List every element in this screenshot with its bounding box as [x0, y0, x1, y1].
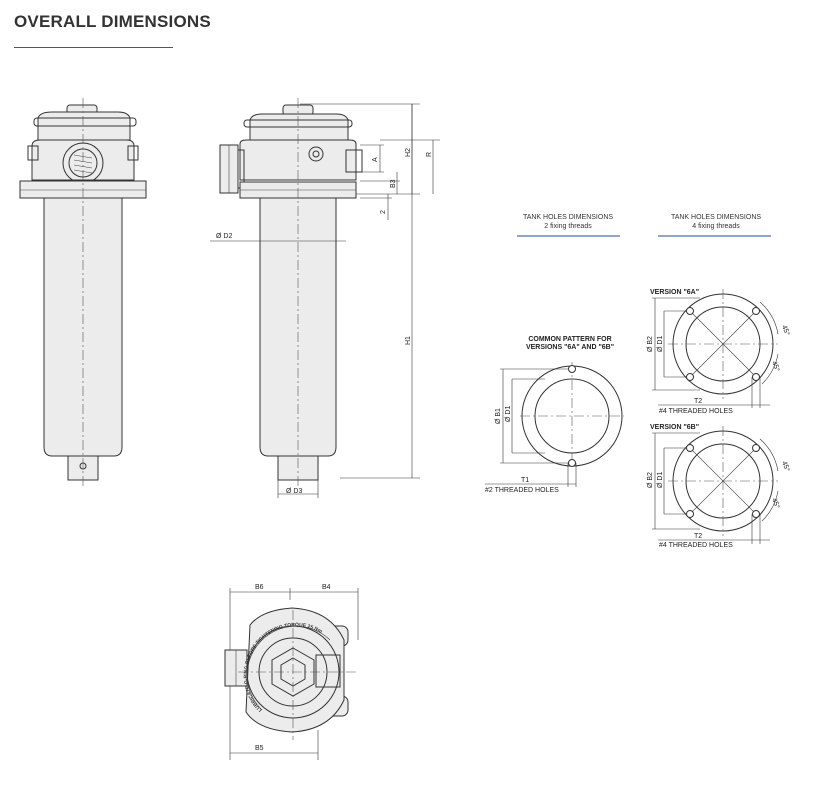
two-hole-pattern: [485, 362, 624, 487]
tank-two-subtitle: 2 fixing threads: [544, 223, 592, 230]
common-pattern-line1: COMMON PATTERN FOR: [528, 336, 611, 343]
common-pattern-line2: VERSIONS "6A" AND "6B": [526, 344, 614, 351]
version-6a-label: VERSION "6A": [650, 289, 699, 296]
label-d3: Ø D3: [286, 488, 302, 495]
label-b1: Ø B1: [495, 408, 502, 424]
page-title: OVERALL DIMENSIONS: [14, 12, 211, 31]
label-b4: B4: [322, 584, 331, 591]
threaded-4-label-6b: #4 THREADED HOLES: [659, 542, 733, 549]
label-h1: H1: [405, 336, 412, 345]
label-r: R: [426, 152, 433, 157]
label-h2: H2: [405, 148, 412, 157]
label-b5: B5: [255, 745, 264, 752]
label-angle-6b-top: 45°: [780, 460, 791, 473]
label-d2: Ø D2: [216, 233, 232, 240]
threaded-4-label-6a: #4 THREADED HOLES: [659, 408, 733, 415]
label-a: A: [372, 157, 379, 162]
title-underline: [14, 47, 173, 48]
label-angle-6b-bottom: 45°: [770, 497, 781, 510]
label-d1-6b: Ø D1: [657, 472, 664, 488]
label-b6: B6: [255, 584, 264, 591]
tank-two-title: TANK HOLES DIMENSIONS: [523, 214, 613, 221]
label-d1-common: Ø D1: [505, 406, 512, 422]
label-angle-6a-top: 45°: [780, 324, 791, 337]
side-view: [210, 98, 440, 498]
version-6b-label: VERSION "6B": [650, 424, 699, 431]
label-b3: B3: [390, 179, 397, 188]
label-angle-6a-bottom: 45°: [770, 360, 781, 373]
label-b2-6a: Ø B2: [647, 336, 654, 352]
label-d1-6a: Ø D1: [657, 336, 664, 352]
front-view: [19, 98, 147, 488]
tank-four-title: TANK HOLES DIMENSIONS: [671, 214, 761, 221]
label-t2-6b: T2: [694, 533, 702, 540]
version-6a-pattern: [652, 289, 779, 408]
top-view: LUBRICATE O-RING BEFORE TIGHTENING TORQU…: [224, 588, 359, 760]
threaded-2-label: #2 THREADED HOLES: [485, 487, 559, 494]
label-b2-6b: Ø B2: [647, 472, 654, 488]
tank-four-subtitle: 4 fixing threads: [692, 223, 740, 230]
version-6b-pattern: [652, 426, 779, 544]
label-2: 2: [380, 210, 387, 214]
label-t1: T1: [521, 477, 529, 484]
label-t2-6a: T2: [694, 398, 702, 405]
